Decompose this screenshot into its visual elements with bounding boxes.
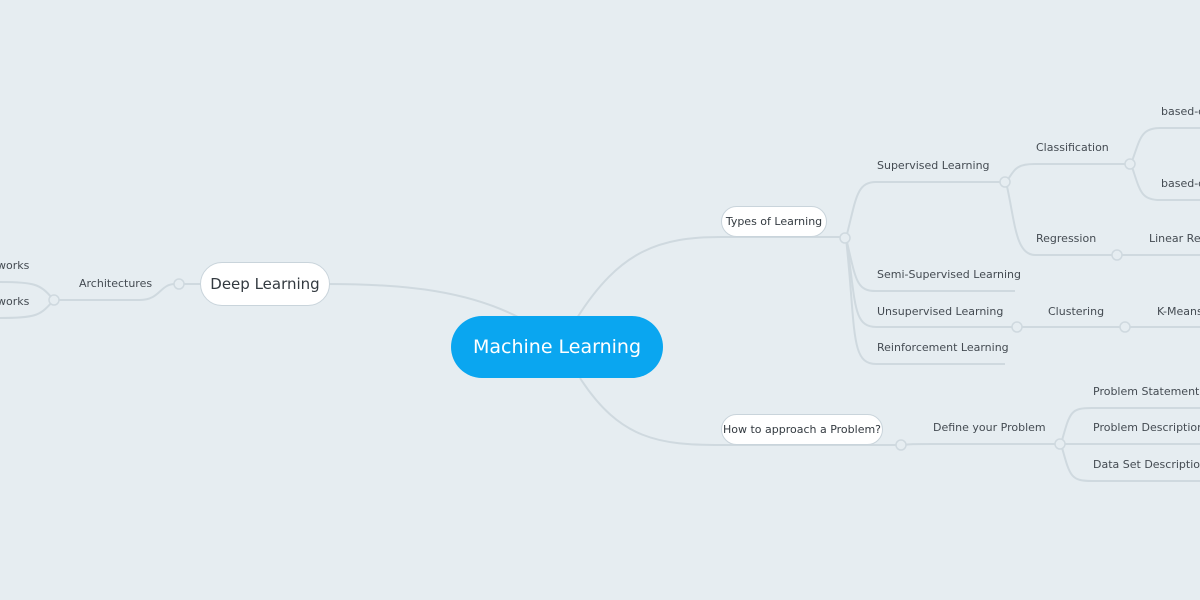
collapse-knob-unsupervised xyxy=(1011,321,1023,333)
edge-types-supervised xyxy=(845,181,1000,239)
root-node[interactable]: Machine Learning xyxy=(451,316,663,378)
architectures-child-2[interactable]: works xyxy=(0,295,30,308)
edge-architectures-works-1 xyxy=(0,281,53,299)
deep-learning-node[interactable]: Deep Learning xyxy=(200,262,330,306)
approach-problem-node[interactable]: How to approach a Problem? xyxy=(721,414,883,445)
edge-define-statement xyxy=(1060,407,1200,445)
collapse-knob-clustering xyxy=(1119,321,1131,333)
clustering-node[interactable]: Clustering xyxy=(1048,305,1105,318)
edge-root-deep-learning xyxy=(327,283,521,319)
reinforcement-learning-node[interactable]: Reinforcement Learning xyxy=(877,341,1009,354)
define-problem-node[interactable]: Define your Problem xyxy=(933,421,1046,434)
supervised-learning-node[interactable]: Supervised Learning xyxy=(877,159,990,172)
regression-child-1[interactable]: Linear Reg xyxy=(1149,232,1200,245)
edge-architectures-underline xyxy=(55,283,176,301)
edge-root-types xyxy=(576,236,722,319)
collapse-knob-define xyxy=(1054,438,1066,450)
architectures-child-1[interactable]: works xyxy=(0,259,30,272)
classification-child-1[interactable]: based-c xyxy=(1161,105,1200,118)
classification-node[interactable]: Classification xyxy=(1036,141,1109,154)
semi-supervised-learning-node[interactable]: Semi-Supervised Learning xyxy=(877,268,1022,281)
collapse-knob-deep-learning xyxy=(173,278,185,290)
edge-define-dataset xyxy=(1060,443,1200,482)
types-of-learning-node[interactable]: Types of Learning xyxy=(721,206,827,237)
collapse-knob-approach xyxy=(895,439,907,451)
edge-architectures-works-2 xyxy=(0,301,53,319)
classification-child-2[interactable]: based-c xyxy=(1161,177,1200,190)
k-means-node[interactable]: K-Means xyxy=(1157,305,1200,318)
collapse-knob-supervised xyxy=(999,176,1011,188)
edge-classification-child-1 xyxy=(1130,127,1200,165)
unsupervised-learning-node[interactable]: Unsupervised Learning xyxy=(877,305,1004,318)
collapse-knob-regression xyxy=(1111,249,1123,261)
edge-supervised-regression xyxy=(1005,181,1112,256)
collapse-knob-classification xyxy=(1124,158,1136,170)
edge-types-semi xyxy=(845,237,1015,292)
data-set-description-node[interactable]: Data Set Description xyxy=(1093,458,1200,471)
regression-node[interactable]: Regression xyxy=(1036,232,1097,245)
edge-types-reinforcement xyxy=(845,237,1005,365)
edge-root-approach xyxy=(579,377,722,446)
collapse-knob-types xyxy=(839,232,851,244)
problem-statement-node[interactable]: Problem Statement xyxy=(1093,385,1200,398)
problem-description-node[interactable]: Problem Description xyxy=(1093,421,1200,434)
collapse-knob-architectures xyxy=(48,294,60,306)
edge-approach-define xyxy=(902,443,1055,446)
edge-supervised-classification xyxy=(1005,163,1125,183)
edge-classification-child-2 xyxy=(1130,163,1200,201)
architectures-node[interactable]: Architectures xyxy=(79,277,153,290)
